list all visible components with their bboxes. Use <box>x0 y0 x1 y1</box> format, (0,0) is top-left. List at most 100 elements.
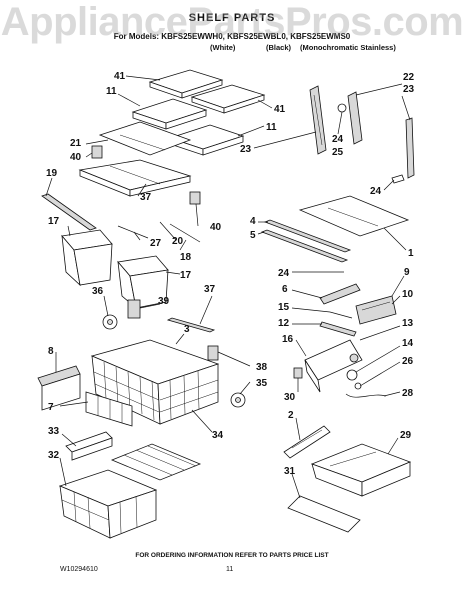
callout-23: 23 <box>240 144 252 155</box>
callout-25: 25 <box>332 147 344 158</box>
callout-1: 1 <box>408 248 414 259</box>
callout-28: 28 <box>402 388 414 399</box>
callout-16: 16 <box>282 334 294 345</box>
callout-35: 35 <box>256 378 268 389</box>
bracket-38 <box>207 345 219 361</box>
cable-28 <box>345 393 387 398</box>
callout-34: 34 <box>212 430 224 441</box>
callout-32: 32 <box>48 450 60 461</box>
callout-17: 17 <box>180 270 192 281</box>
glass-shelf-21 <box>98 121 192 156</box>
bracket-40-left <box>91 145 103 159</box>
callout-3: 3 <box>184 324 190 335</box>
tray-29 <box>310 443 412 497</box>
callout-5: 5 <box>250 230 256 241</box>
shelf-frame-41-upper-right <box>190 84 266 114</box>
callout-27: 27 <box>150 238 162 249</box>
basket-frame-8 <box>37 365 81 411</box>
basket-3-34 <box>90 339 220 425</box>
ordering-info: FOR ORDERING INFORMATION REFER TO PARTS … <box>135 552 329 559</box>
callout-41: 41 <box>114 71 126 82</box>
callout-6: 6 <box>282 284 288 295</box>
cam-bar-6 <box>319 283 361 305</box>
callout-21: 21 <box>70 138 82 149</box>
callout-11: 11 <box>266 122 277 133</box>
shelf-support-24-25 <box>337 103 405 184</box>
rod-27 <box>117 225 149 239</box>
shelf-rail-4 <box>263 219 352 253</box>
callout-11: 11 <box>106 86 117 97</box>
callout-41: 41 <box>274 104 286 115</box>
callout-24: 24 <box>278 268 290 279</box>
page-number: 11 <box>226 566 234 573</box>
callout-30: 30 <box>284 392 296 403</box>
document-code: W10294610 <box>60 566 98 573</box>
divider-33 <box>65 431 113 461</box>
callout-7: 7 <box>48 402 54 413</box>
callout-17: 17 <box>48 216 60 227</box>
callout-40: 40 <box>210 222 222 233</box>
gear-14-26 <box>346 369 362 390</box>
callout-14: 14 <box>402 338 414 349</box>
callout-24: 24 <box>332 134 344 145</box>
slide-rail-10 <box>355 295 397 325</box>
rod-18 <box>169 223 201 243</box>
glass-shelf-1 <box>298 195 410 237</box>
basket-32 <box>58 469 158 539</box>
screw-15 <box>329 311 353 319</box>
color-black: (Black) <box>266 43 292 52</box>
shelf-rail-22 <box>309 85 327 155</box>
callout-37: 37 <box>204 284 216 295</box>
shelf-grid-upper <box>110 443 202 481</box>
callout-15: 15 <box>278 302 290 313</box>
callout-40: 40 <box>70 152 82 163</box>
callout-39: 39 <box>158 296 170 307</box>
crisper-drawer-17-left <box>61 229 113 287</box>
callout-24: 24 <box>370 186 382 197</box>
leader-lines <box>45 75 411 499</box>
shelf-frame-41-upper-left <box>148 69 224 99</box>
callout-36: 36 <box>92 286 104 297</box>
clip-30 <box>293 367 303 379</box>
callout-9: 9 <box>404 267 410 278</box>
handle-2 <box>283 425 331 459</box>
callout-19: 19 <box>46 168 58 179</box>
model-list: For Models: KBFS25EWWH0, KBFS25EWBL0, KB… <box>113 32 351 41</box>
callout-8: 8 <box>48 346 54 357</box>
deli-drawer-cover <box>78 159 192 197</box>
wheel-35 <box>230 392 246 408</box>
callout-12: 12 <box>278 318 290 329</box>
page-title: SHELF PARTS <box>188 12 276 24</box>
bracket-39 <box>127 299 141 319</box>
callout-31: 31 <box>284 466 296 477</box>
callout-2: 2 <box>288 410 294 421</box>
watermark: AppliancePartsPros.com <box>0 0 464 44</box>
callout-38: 38 <box>256 362 268 373</box>
slide-37 <box>166 317 216 333</box>
shelf-rail-23 <box>347 91 415 179</box>
bracket-40-right <box>189 191 201 205</box>
callout-20: 20 <box>172 236 184 247</box>
callout-18: 18 <box>180 252 192 263</box>
drive-assembly-16 <box>304 339 363 393</box>
callout-26: 26 <box>402 356 414 367</box>
divider-rail-19 <box>41 193 97 231</box>
callout-4: 4 <box>250 216 256 227</box>
callout-labels: 41 11 41 11 22 23 21 40 24 25 23 19 37 2… <box>46 71 415 477</box>
trim-31 <box>287 495 361 533</box>
shelf-rail-5 <box>260 229 349 263</box>
wheel-36 <box>102 314 118 330</box>
rod-12 <box>319 321 357 337</box>
color-stainless: (Monochromatic Stainless) <box>300 43 396 52</box>
crisper-drawer-17-right <box>117 255 169 310</box>
divider-7 <box>85 391 133 427</box>
callout-37: 37 <box>140 192 152 203</box>
callout-22: 22 <box>403 72 415 83</box>
shelf-frame-11-left <box>131 98 208 130</box>
callout-10: 10 <box>402 289 414 300</box>
callout-23: 23 <box>403 84 415 95</box>
callout-13: 13 <box>402 318 414 329</box>
callout-29: 29 <box>400 430 412 441</box>
basket-grid <box>93 361 219 421</box>
